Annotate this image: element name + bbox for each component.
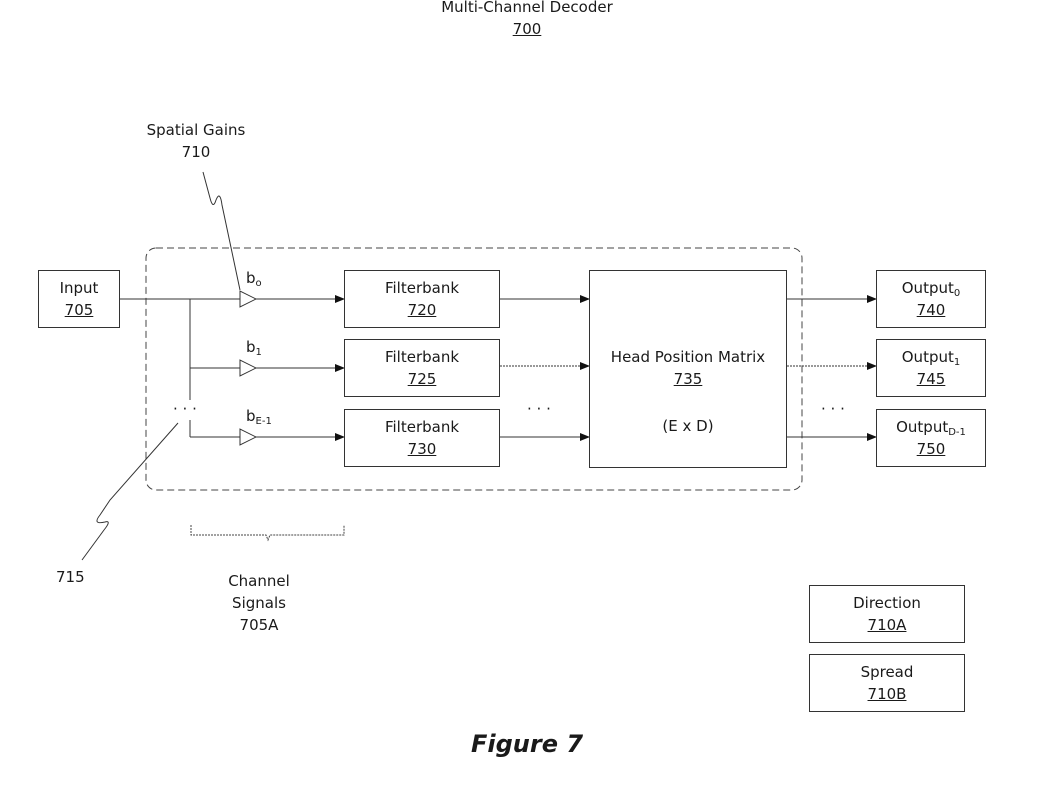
leader-715 xyxy=(81,422,179,561)
channel-signals-label: Channel Signals 705A xyxy=(209,570,309,636)
filterbank-label: Filterbank xyxy=(384,348,460,366)
matrix-dims: (E x D) xyxy=(662,417,714,435)
gain-triangle-0 xyxy=(239,290,258,308)
filterbank-ref: 725 xyxy=(407,370,437,388)
gain-label-2: bE-1 xyxy=(246,407,272,427)
direction-block[interactable]: Direction 710A xyxy=(809,585,965,643)
ellipsis-gains: · · · xyxy=(173,400,197,418)
output-745[interactable]: Output1 745 xyxy=(876,339,986,397)
gain-label-0: bo xyxy=(246,269,262,289)
output-740[interactable]: Output0 740 xyxy=(876,270,986,328)
title-name: Multi-Channel Decoder xyxy=(441,0,613,16)
gain-triangle-1 xyxy=(239,359,258,377)
channel-signals-line1: Channel xyxy=(228,572,290,590)
output-label: Output0 xyxy=(901,279,961,299)
input-label: Input xyxy=(59,279,99,297)
matrix-label: Head Position Matrix xyxy=(610,348,766,366)
gain-label-1: b1 xyxy=(246,338,262,358)
direction-ref: 710A xyxy=(867,616,907,634)
output-label: Output1 xyxy=(901,348,961,368)
filterbank-label: Filterbank xyxy=(384,279,460,297)
leader-710 xyxy=(202,171,241,291)
output-ref: 740 xyxy=(916,301,946,319)
output-ref: 750 xyxy=(916,440,946,458)
ref-715: 715 xyxy=(56,568,85,586)
ellipsis-outputs: · · · xyxy=(821,400,845,418)
title-ref: 700 xyxy=(512,20,542,38)
spatial-gains-label: Spatial Gains 710 xyxy=(136,119,256,163)
title: Multi-Channel Decoder 700 xyxy=(427,0,627,40)
input-ref: 705 xyxy=(64,301,94,319)
gain-triangle-2 xyxy=(239,428,258,446)
filterbank-730[interactable]: Filterbank 730 xyxy=(344,409,500,467)
spread-block[interactable]: Spread 710B xyxy=(809,654,965,712)
spread-label: Spread xyxy=(860,663,914,681)
filterbank-720[interactable]: Filterbank 720 xyxy=(344,270,500,328)
head-position-matrix[interactable]: Head Position Matrix 735 (E x D) xyxy=(589,270,787,468)
channel-signals-ref: 705A xyxy=(239,616,279,634)
output-750[interactable]: OutputD-1 750 xyxy=(876,409,986,467)
direction-label: Direction xyxy=(853,594,921,612)
filterbank-ref: 720 xyxy=(407,301,437,319)
spread-ref: 710B xyxy=(867,685,907,703)
channel-signals-line2: Signals xyxy=(232,594,286,612)
channel-signals-brace xyxy=(190,525,345,542)
decoder-boundary xyxy=(145,247,803,491)
figure-caption: Figure 7 xyxy=(470,730,584,758)
filterbank-725[interactable]: Filterbank 725 xyxy=(344,339,500,397)
spatial-gains-text: Spatial Gains xyxy=(146,121,246,139)
filterbank-ref: 730 xyxy=(407,440,437,458)
ellipsis-filterbanks: · · · xyxy=(527,400,551,418)
input-block[interactable]: Input 705 xyxy=(38,270,120,328)
filterbank-label: Filterbank xyxy=(384,418,460,436)
output-label: OutputD-1 xyxy=(896,418,966,438)
output-ref: 745 xyxy=(916,370,946,388)
matrix-ref: 735 xyxy=(673,370,703,388)
spatial-gains-ref: 710 xyxy=(181,143,211,161)
